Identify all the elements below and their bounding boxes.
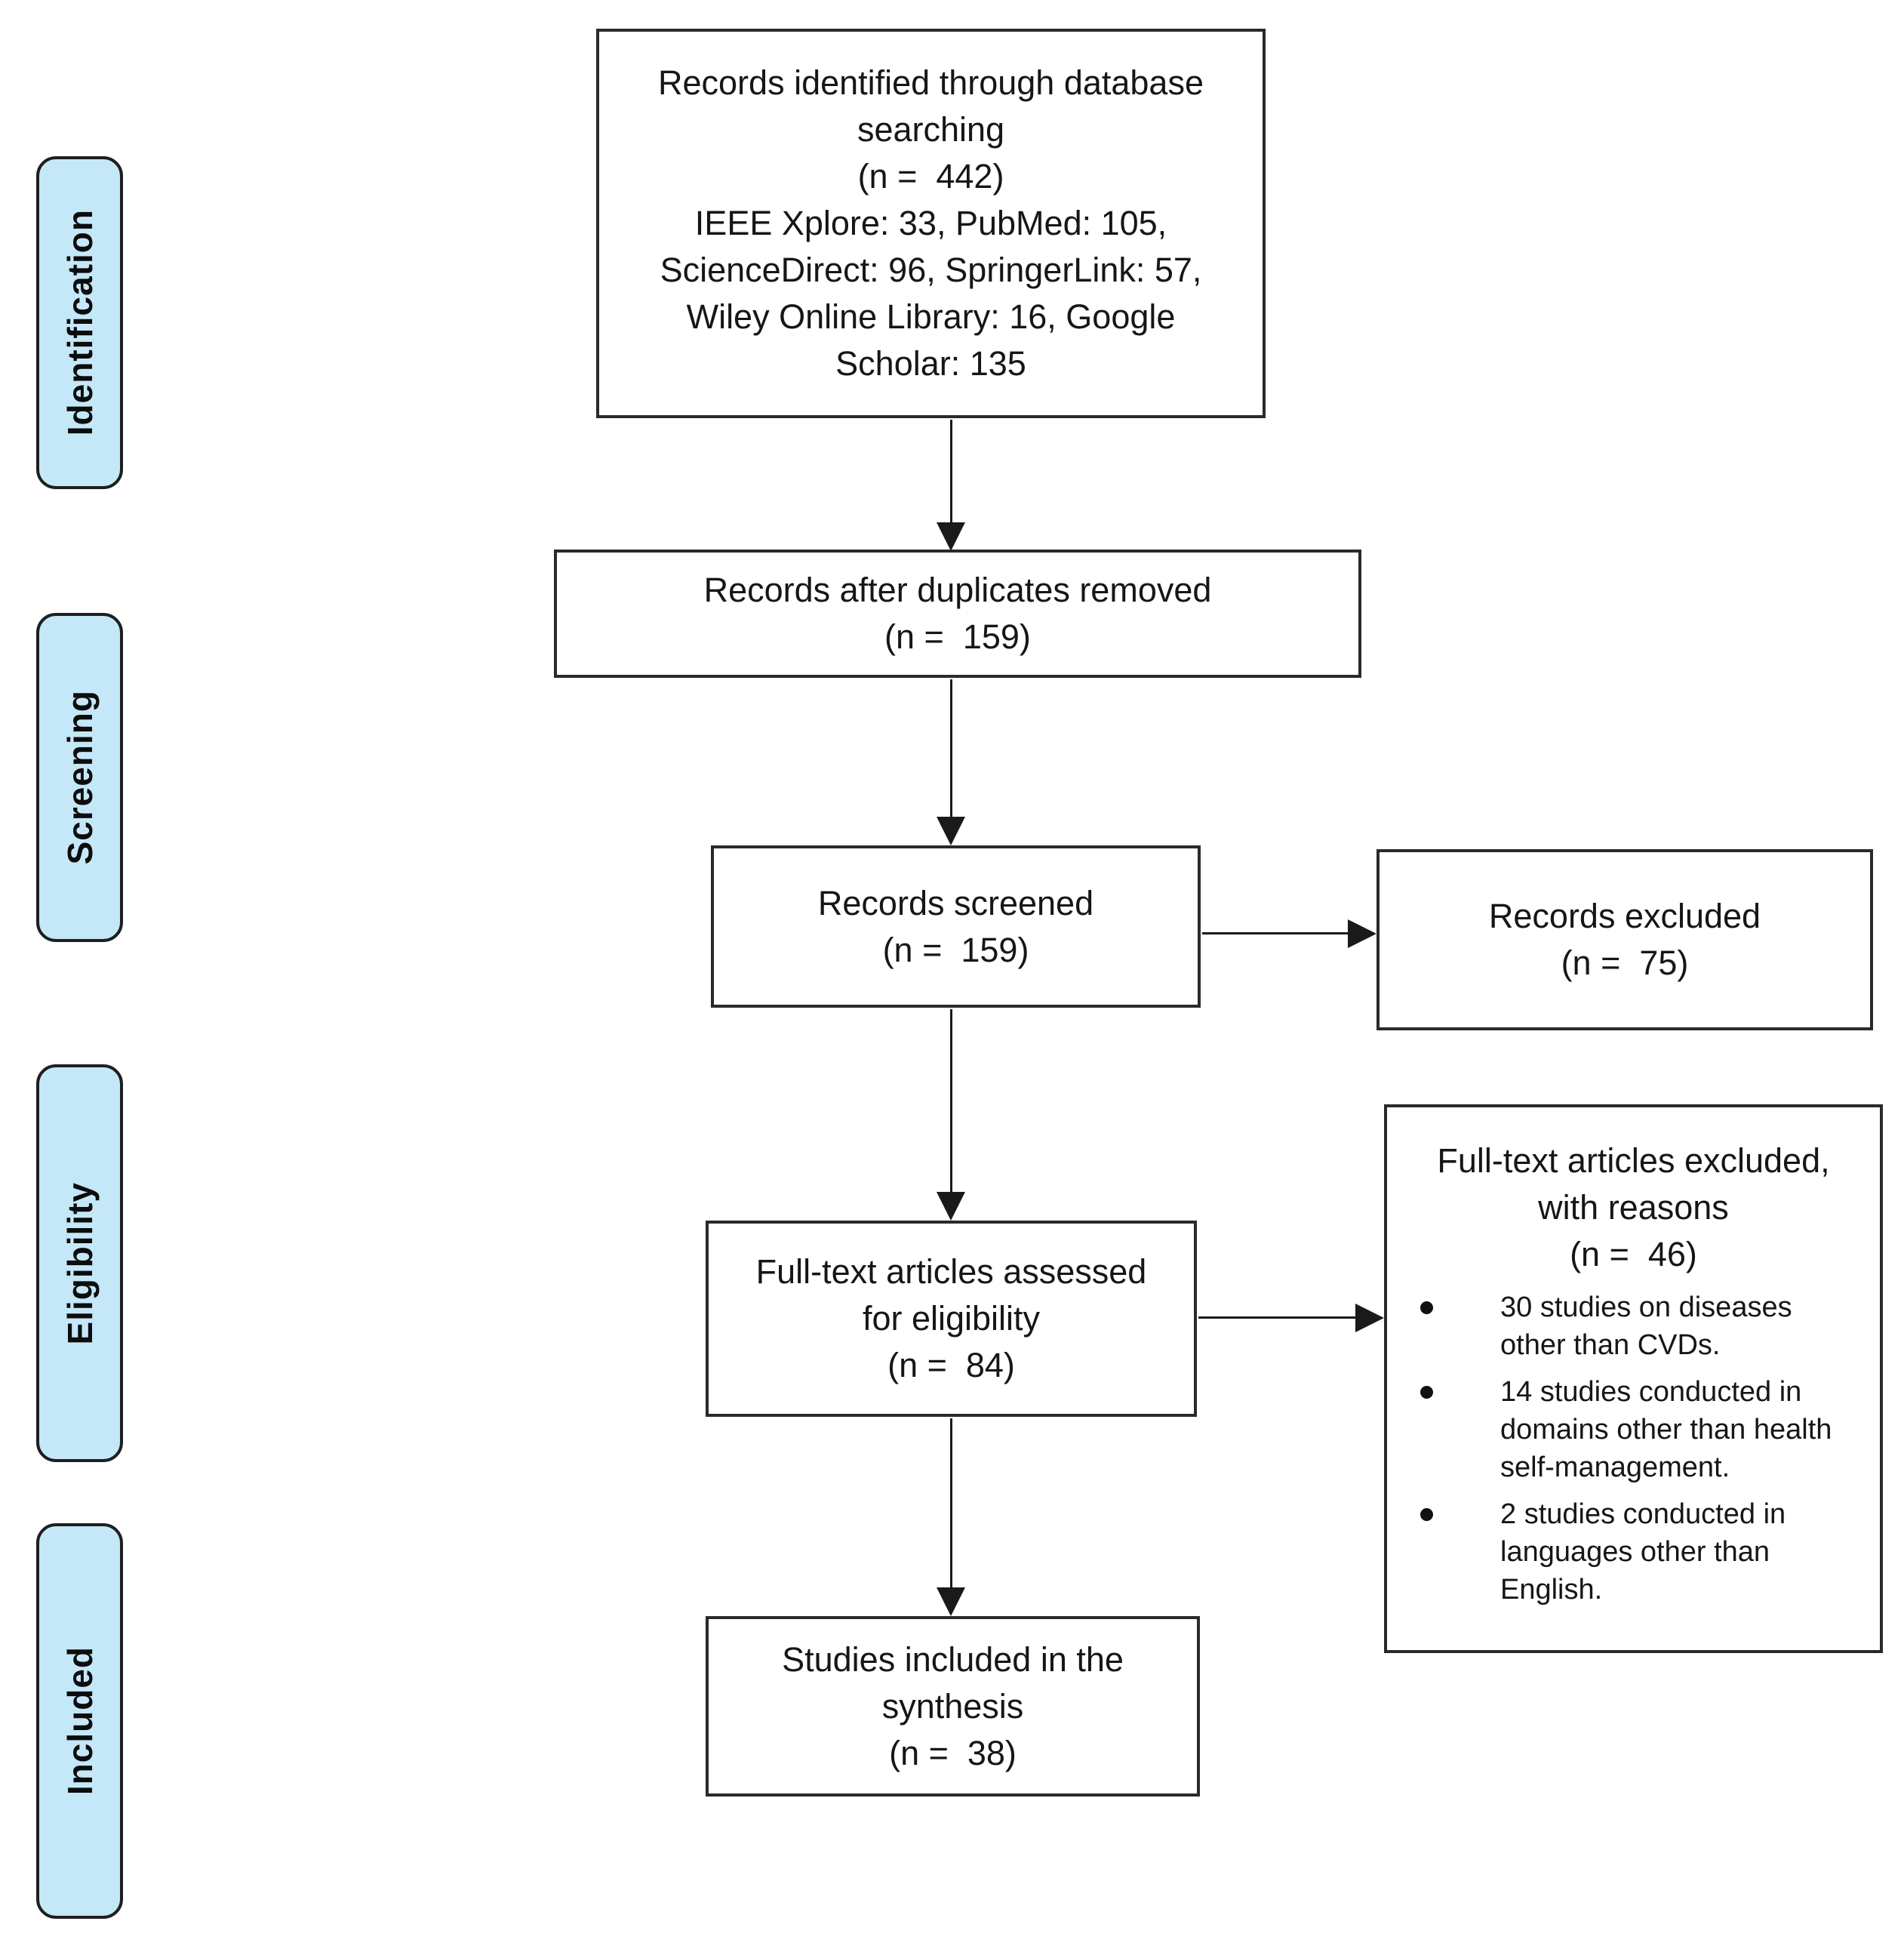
reason-item: 30 studies on diseases other than CVDs. [1387, 1289, 1880, 1373]
box-included-synthesis-text: Studies included in the synthesis (n = 3… [782, 1639, 1124, 1772]
box-records-identified: Records identified through database sear… [596, 29, 1266, 418]
stage-eligibility-label: Eligibility [60, 1181, 100, 1345]
stage-identification-label: Identification [60, 209, 100, 436]
connector-fulltext-to-included [950, 1418, 952, 1589]
bullet-icon [1420, 1508, 1433, 1521]
reason-text: 2 studies conducted in languages other t… [1500, 1498, 1786, 1606]
box-fulltext-assessed-text: Full-text articles assessed for eligibil… [755, 1252, 1147, 1384]
stage-screening-label: Screening [60, 690, 100, 865]
box-records-screened-text: Records screened (n = 159) [817, 883, 1094, 969]
box-fulltext-assessed: Full-text articles assessed for eligibil… [706, 1221, 1197, 1417]
box-fulltext-excluded: Full-text articles excluded, with reason… [1384, 1104, 1883, 1653]
arrowhead-down-icon [937, 522, 965, 551]
bullet-icon [1420, 1301, 1433, 1314]
connector-fulltext-to-excluded [1198, 1316, 1355, 1319]
box-duplicates-removed-text: Records after duplicates removed (n = 15… [703, 571, 1212, 656]
arrowhead-down-icon [937, 817, 965, 845]
box-records-excluded-text: Records excluded (n = 75) [1488, 897, 1761, 982]
connector-screened-to-fulltext [950, 1009, 952, 1193]
connector-deduplicated-to-screened [950, 679, 952, 818]
arrowhead-down-icon [937, 1587, 965, 1616]
stage-screening: Screening [36, 613, 123, 942]
fulltext-excluded-reasons-list: 30 studies on diseases other than CVDs. … [1387, 1289, 1880, 1618]
box-included-synthesis: Studies included in the synthesis (n = 3… [706, 1616, 1200, 1797]
bullet-icon [1420, 1386, 1433, 1399]
box-duplicates-removed: Records after duplicates removed (n = 15… [554, 550, 1361, 678]
reason-text: 30 studies on diseases other than CVDs. [1500, 1292, 1792, 1361]
stage-included: Included [36, 1523, 123, 1919]
connector-screened-to-excluded [1202, 932, 1348, 934]
reason-text: 14 studies conducted in domains other th… [1500, 1376, 1832, 1483]
stage-identification: Identification [36, 156, 123, 489]
arrowhead-right-icon [1348, 919, 1376, 948]
connector-identified-to-deduplicated [950, 420, 952, 524]
box-records-screened: Records screened (n = 159) [711, 845, 1201, 1008]
reason-item: 14 studies conducted in domains other th… [1387, 1373, 1880, 1495]
box-records-identified-text: Records identified through database sear… [658, 63, 1204, 383]
stage-included-label: Included [60, 1646, 100, 1796]
arrowhead-right-icon [1355, 1304, 1384, 1332]
reason-item: 2 studies conducted in languages other t… [1387, 1495, 1880, 1618]
box-fulltext-excluded-heading: Full-text articles excluded, with reason… [1437, 1141, 1830, 1273]
stage-eligibility: Eligibility [36, 1064, 123, 1462]
arrowhead-down-icon [937, 1192, 965, 1221]
box-records-excluded: Records excluded (n = 75) [1376, 849, 1873, 1030]
